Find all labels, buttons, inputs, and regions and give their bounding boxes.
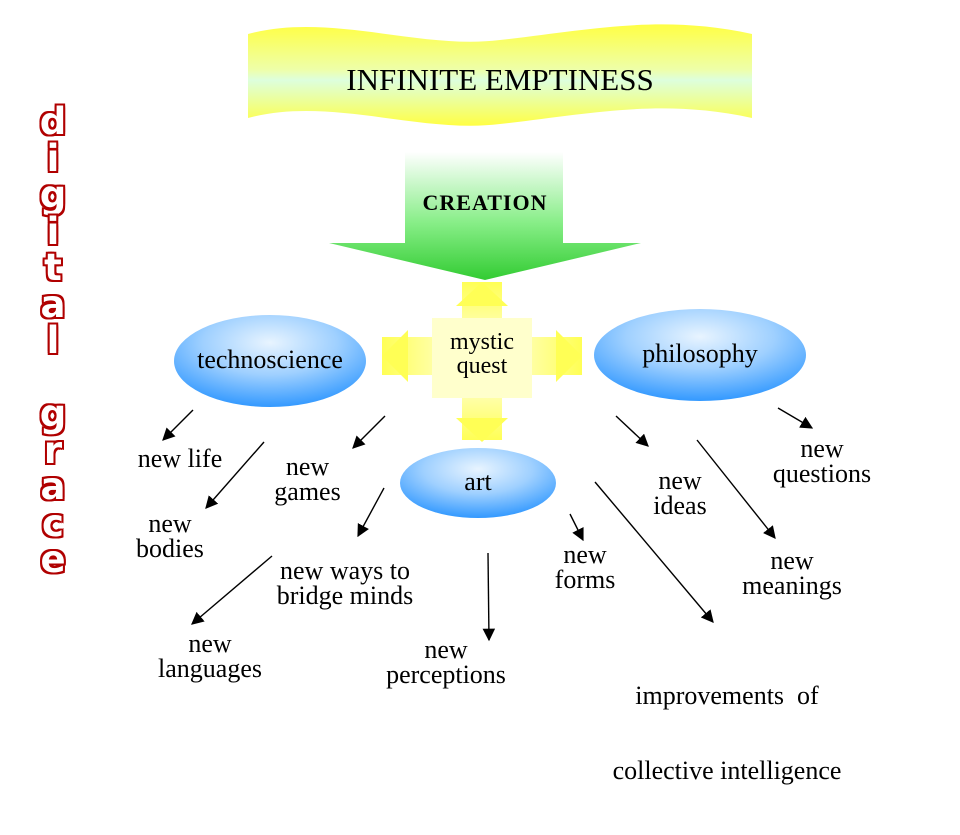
vertical-title-letter: l [46, 319, 60, 362]
arrow-improvements [594, 481, 714, 623]
new-games-line1: new [285, 452, 330, 481]
diagram-graphics [162, 24, 814, 642]
arrow-new-ideas [615, 415, 649, 447]
technoscience-label: technoscience [197, 345, 343, 374]
outcome-arrows [162, 407, 814, 642]
new-meanings-label: new meanings [726, 546, 858, 600]
arrow-new-ways [357, 487, 385, 538]
new-languages-label: new languages [140, 629, 280, 683]
new-ways-line2: bridge minds [276, 581, 414, 610]
mystic-quest-cross [382, 282, 582, 442]
philosophy-oval [594, 309, 806, 401]
arrow-new-meanings [696, 439, 776, 539]
vertical-title-letter: g [39, 392, 67, 435]
vertical-title-letter: g [39, 173, 67, 216]
vertical-title-letter: d [39, 100, 67, 143]
new-ideas-line2: ideas [653, 491, 707, 520]
new-perceptions-line2: perceptions [386, 660, 506, 689]
vertical-title-letter: e [40, 538, 66, 581]
new-questions-label: new questions [752, 434, 892, 488]
new-life-label: new life [110, 444, 250, 473]
vertical-title-letter: a [40, 465, 66, 508]
new-forms-label: new forms [530, 540, 640, 594]
philosophy-label: philosophy [642, 339, 758, 368]
mystic-quest-line2: quest [456, 353, 508, 379]
improvements-line1: improvements of [635, 681, 819, 710]
arrow-new-games [352, 415, 386, 449]
diagram-canvas: INFINITE EMPTINESS CREATION d i g i t a … [30, 24, 892, 784]
new-bodies-line1: new [148, 509, 192, 538]
new-meanings-line1: new [770, 546, 814, 575]
mystic-quest-line1: mystic [450, 329, 514, 355]
vertical-title-letter: i [46, 209, 60, 253]
creation-label: CREATION [422, 190, 548, 215]
arrow-new-forms [569, 513, 584, 542]
vertical-title-letter: a [40, 282, 66, 326]
arrow-new-perceptions [482, 552, 496, 642]
new-perceptions-label: new perceptions [368, 635, 524, 689]
new-life-line1: new life [137, 444, 223, 473]
new-ways-line1: new ways to [280, 556, 410, 585]
new-questions-line2: questions [772, 459, 872, 488]
new-questions-line1: new [800, 434, 844, 463]
new-bodies-label: new bodies [115, 509, 225, 563]
banner-shape [248, 24, 752, 126]
vertical-title-letter: c [42, 501, 64, 545]
vertical-title-gap [30, 360, 76, 397]
new-perceptions-line1: new [424, 635, 468, 664]
vertical-title: d i g i t a l g r a c e [30, 100, 76, 581]
arrow-new-bodies [205, 441, 265, 509]
vertical-title-letter: r [43, 428, 63, 472]
arrow-new-life [162, 409, 194, 441]
arrow-new-questions [777, 407, 814, 429]
vertical-title-letter: t [44, 246, 62, 289]
improvements-line2: collective intelligence [612, 756, 842, 785]
new-bodies-line2: bodies [136, 534, 204, 563]
new-meanings-line2: meanings [742, 571, 842, 600]
new-ideas-line1: new [658, 466, 702, 495]
vertical-title-letter: i [46, 136, 60, 180]
art-oval [400, 448, 556, 518]
technoscience-oval [174, 315, 366, 407]
art-label: art [464, 467, 492, 496]
arrow-new-languages [191, 555, 273, 625]
new-ideas-label: new ideas [630, 466, 730, 520]
banner-title: INFINITE EMPTINESS [346, 62, 654, 97]
new-forms-line2: forms [554, 565, 616, 594]
new-forms-line1: new [563, 540, 607, 569]
new-ways-label: new ways to bridge minds [250, 556, 440, 610]
improvements-label: improvements of collective intelligence [582, 633, 872, 833]
mystic-quest-label: mystic quest [432, 330, 532, 378]
new-games-line2: games [274, 477, 341, 506]
new-games-label: new games [250, 452, 365, 506]
new-languages-line1: new [188, 629, 232, 658]
creation-arrow [329, 152, 641, 280]
new-languages-line2: languages [158, 654, 262, 683]
